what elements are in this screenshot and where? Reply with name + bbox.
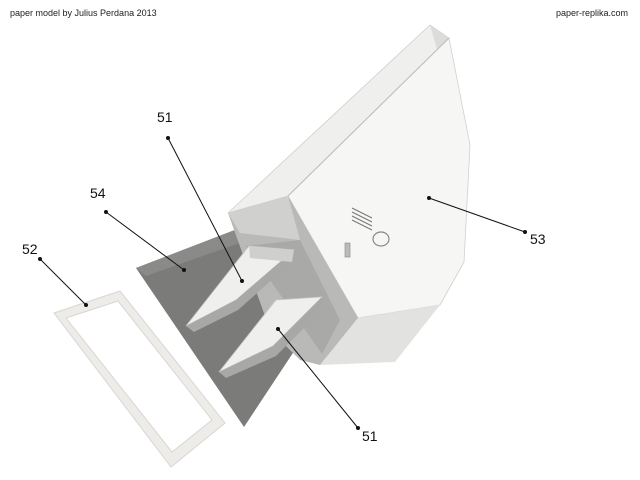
- part-53-hull: [227, 24, 471, 365]
- leader-51-lower: [277, 328, 359, 429]
- leader-53: [428, 197, 526, 233]
- callout-51-lower: 51: [362, 428, 378, 444]
- part-51-lower-fin: [218, 296, 324, 378]
- callout-52: 52: [22, 241, 38, 257]
- credit-text: paper model by Julius Perdana 2013: [10, 8, 157, 18]
- callout-51-upper: 51: [157, 109, 173, 125]
- leader-51-upper: [167, 137, 243, 282]
- part-52-frame: [53, 290, 226, 468]
- leader-lines: [39, 137, 526, 429]
- leader-dots: [38, 136, 527, 430]
- website-text: paper-replika.com: [555, 8, 628, 18]
- part-51-upper-fin: [185, 245, 295, 332]
- leader-52: [39, 258, 87, 306]
- callout-53: 53: [530, 231, 546, 247]
- callout-54: 54: [90, 185, 106, 201]
- hatch-circle: [372, 231, 390, 247]
- leader-54: [105, 211, 185, 271]
- hull-slot: [344, 242, 351, 258]
- vent-marks: [351, 207, 373, 231]
